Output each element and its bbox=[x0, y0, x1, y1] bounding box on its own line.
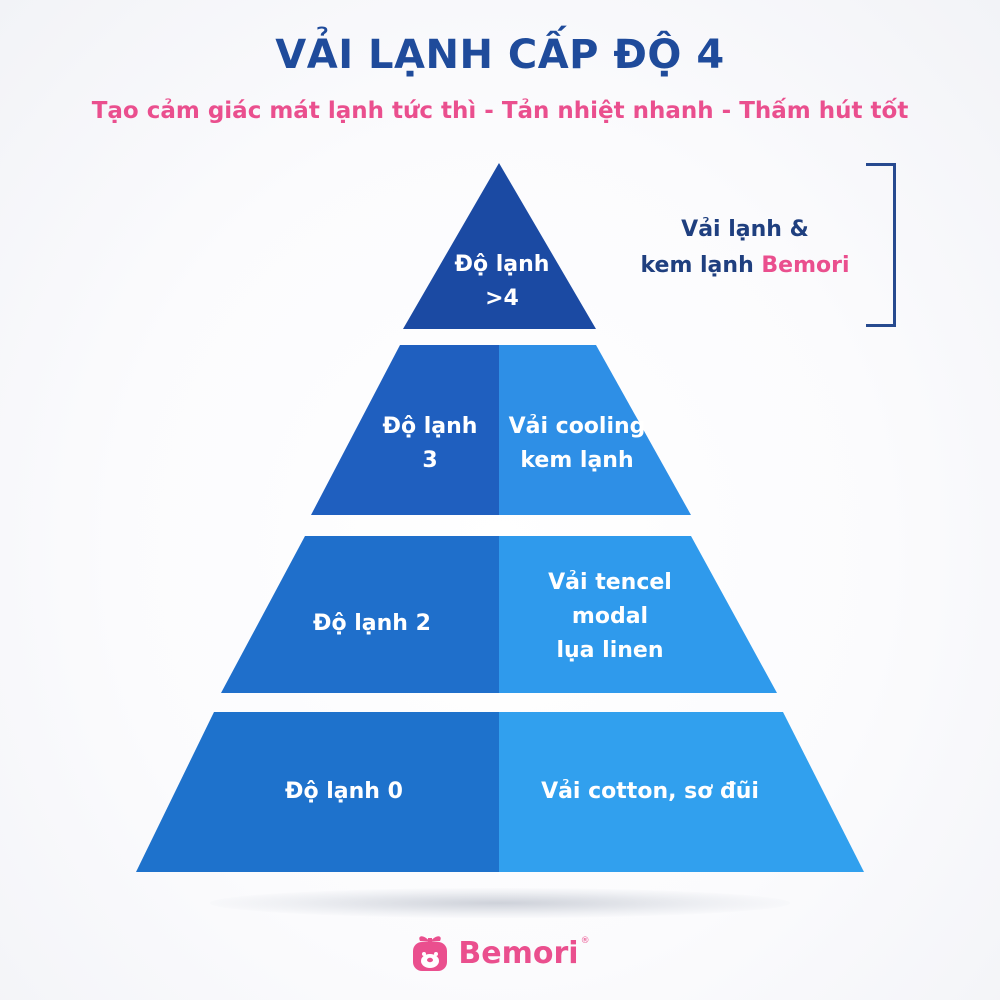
page-title: VẢI LẠNH CẤP ĐỘ 4 bbox=[275, 32, 725, 78]
tier-top-line2: >4 bbox=[485, 286, 519, 311]
brand-logo: Bemori ® bbox=[0, 932, 1000, 974]
annotation-brand: Bemori bbox=[761, 253, 850, 278]
tier2-right-line2: modal bbox=[571, 604, 649, 629]
annotation-bracket bbox=[866, 163, 896, 327]
tier0-left-label: Độ lạnh 0 bbox=[285, 775, 403, 809]
brand-name: Bemori bbox=[458, 935, 579, 971]
tier0-right-line1: Vải cotton, sơ đũi bbox=[541, 779, 759, 804]
annotation-label: Vải lạnh & kem lạnh Bemori bbox=[640, 212, 849, 284]
tier2-right-line3: lụa linen bbox=[556, 638, 664, 663]
tier2-left-shape bbox=[221, 536, 499, 693]
tier2-right-line1: Vải tencel bbox=[548, 570, 672, 595]
tier0-right-shape bbox=[499, 712, 864, 872]
registered-mark: ® bbox=[580, 936, 590, 946]
tier3-left-line1: Độ lạnh bbox=[382, 414, 478, 439]
tier3-left-line2: 3 bbox=[422, 448, 438, 473]
tier3-right-line1: Vải cooling bbox=[508, 414, 646, 439]
annotation-line2: kem lạnh Bemori bbox=[640, 248, 849, 284]
pyramid-shadow bbox=[210, 888, 790, 918]
tier2-left-line1: Độ lạnh 2 bbox=[313, 611, 431, 636]
tier0-left-shape bbox=[136, 712, 499, 872]
page-subtitle: Tạo cảm giác mát lạnh tức thì - Tản nhiệ… bbox=[91, 98, 909, 124]
tier-top-label: Độ lạnh >4 bbox=[455, 248, 550, 316]
tier-top-line1: Độ lạnh bbox=[454, 252, 550, 277]
tier2-right-label: Vải tencel modal lụa linen bbox=[548, 566, 672, 668]
tier3-right-line2: kem lạnh bbox=[520, 448, 634, 473]
gift-bear-icon bbox=[413, 936, 448, 971]
tier-top-shape bbox=[403, 163, 596, 329]
tier3-left-shape bbox=[311, 345, 499, 515]
tier3-left-label: Độ lạnh 3 bbox=[383, 410, 478, 478]
tier0-left-line1: Độ lạnh 0 bbox=[285, 779, 403, 804]
tier2-left-label: Độ lạnh 2 bbox=[313, 607, 431, 641]
tier3-right-label: Vải cooling kem lạnh bbox=[509, 410, 646, 478]
tier0-right-label: Vải cotton, sơ đũi bbox=[541, 775, 759, 809]
annotation-line2-prefix: kem lạnh bbox=[640, 253, 762, 278]
tier3-right-shape bbox=[499, 345, 691, 515]
tier2-right-shape bbox=[499, 536, 777, 693]
annotation-line1: Vải lạnh & bbox=[681, 217, 809, 242]
